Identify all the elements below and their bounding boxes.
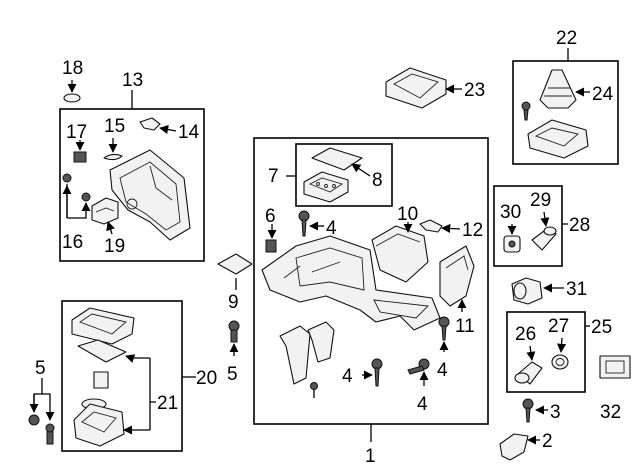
callout-31[interactable]: 31: [566, 279, 587, 300]
callout-17[interactable]: 17: [66, 122, 87, 143]
part-12-latch[interactable]: [419, 219, 461, 233]
callout-9[interactable]: 9: [228, 292, 239, 313]
callout-2[interactable]: 2: [542, 431, 553, 452]
callout-7[interactable]: 7: [268, 166, 279, 187]
callout-19[interactable]: 19: [104, 236, 125, 257]
part-4-screw-lower-right[interactable]: [438, 316, 450, 352]
callout-30[interactable]: 30: [500, 202, 521, 223]
callout-4-lower-right[interactable]: 4: [437, 360, 448, 381]
part-7-tray[interactable]: [303, 171, 349, 203]
callout-23[interactable]: 23: [464, 80, 485, 101]
group-13-box: [59, 90, 205, 262]
callout-24[interactable]: 24: [592, 84, 614, 105]
callout-13[interactable]: 13: [122, 70, 143, 91]
group-1-box: [253, 137, 489, 442]
callout-21[interactable]: 21: [157, 393, 178, 414]
part-26-socket[interactable]: [514, 345, 543, 385]
part-17[interactable]: [73, 140, 87, 163]
callout-28[interactable]: 28: [569, 215, 590, 236]
part-30-cap[interactable]: [503, 224, 521, 253]
part-4-screw-upper[interactable]: [298, 210, 324, 237]
callout-22[interactable]: 22: [556, 28, 577, 49]
callout-3[interactable]: 3: [550, 402, 561, 423]
part-24-boot[interactable]: [539, 69, 590, 109]
part-27-ring[interactable]: [551, 337, 569, 370]
callout-5-center[interactable]: 5: [227, 364, 238, 385]
part-6-clip[interactable]: [265, 224, 277, 253]
callout-6[interactable]: 6: [265, 206, 276, 227]
callout-4-lower-left[interactable]: 4: [342, 366, 353, 387]
callout-10[interactable]: 10: [397, 204, 418, 225]
part-10-armrest[interactable]: [371, 222, 429, 283]
part-31-receptacle[interactable]: [511, 277, 564, 305]
part-2-bracket[interactable]: [499, 433, 540, 461]
part-1-lower-brackets[interactable]: [279, 321, 335, 398]
callout-25[interactable]: 25: [591, 317, 612, 338]
callout-32[interactable]: 32: [600, 402, 621, 423]
callout-11[interactable]: 11: [455, 316, 475, 337]
part-9[interactable]: [217, 253, 253, 290]
part-4-screw-lower-left[interactable]: [362, 358, 383, 387]
part-22-bezel[interactable]: [527, 119, 589, 159]
part-15[interactable]: [103, 138, 123, 161]
group-7-box: [286, 143, 393, 207]
part-4-screw-lower-center[interactable]: [407, 358, 430, 386]
callout-1[interactable]: 1: [365, 446, 376, 467]
group-25-box: [506, 311, 590, 393]
callout-8[interactable]: 8: [372, 170, 383, 191]
part-8-mat[interactable]: [311, 147, 371, 177]
callout-12[interactable]: 12: [462, 220, 483, 241]
part-19[interactable]: [91, 197, 119, 235]
part-5-bolts-left[interactable]: [28, 378, 54, 445]
group-28-box: [493, 185, 568, 267]
callout-20[interactable]: 20: [196, 368, 217, 389]
part-14[interactable]: [139, 117, 177, 134]
part-5-bolt-center[interactable]: [228, 320, 240, 356]
part-21-tray[interactable]: [71, 307, 135, 447]
part-18[interactable]: [63, 80, 81, 103]
part-16-screws[interactable]: [62, 173, 90, 219]
callout-27[interactable]: 27: [548, 316, 569, 337]
callout-26[interactable]: 26: [515, 324, 536, 345]
part-3-screw[interactable]: [522, 398, 548, 423]
callout-4-lower-center[interactable]: 4: [417, 394, 428, 415]
callout-5-left[interactable]: 5: [35, 358, 46, 379]
callout-15[interactable]: 15: [104, 116, 125, 137]
part-11-side-panel[interactable]: [439, 245, 475, 312]
callout-18[interactable]: 18: [62, 58, 83, 79]
group-22-box: [512, 48, 619, 165]
callout-16[interactable]: 16: [62, 232, 83, 253]
callout-4-upper[interactable]: 4: [326, 218, 337, 239]
callout-14[interactable]: 14: [178, 122, 200, 143]
part-13-bezel[interactable]: [109, 149, 191, 241]
callout-29[interactable]: 29: [530, 190, 551, 211]
part-32-module[interactable]: [599, 355, 631, 379]
part-1-console[interactable]: [261, 235, 441, 331]
part-23-panel[interactable]: [385, 67, 462, 109]
part-29-socket[interactable]: [531, 211, 557, 251]
group-20-box: [61, 300, 196, 452]
callout-21-bracket: [123, 354, 156, 435]
part-22-screw[interactable]: [521, 101, 531, 121]
